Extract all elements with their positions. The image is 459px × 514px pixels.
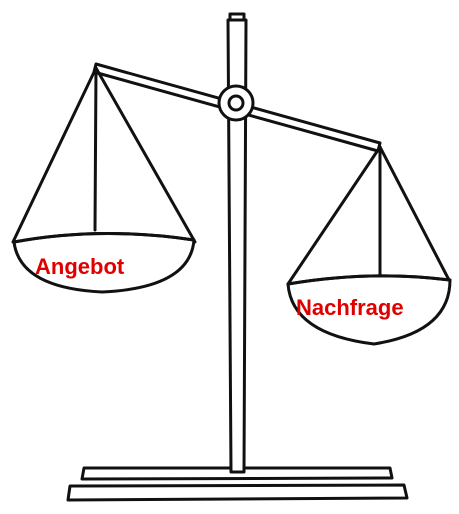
label-angebot: Angebot: [35, 254, 125, 279]
pivot-joint: [219, 86, 253, 120]
label-nachfrage: Nachfrage: [296, 295, 404, 320]
scale-post: [228, 14, 246, 472]
